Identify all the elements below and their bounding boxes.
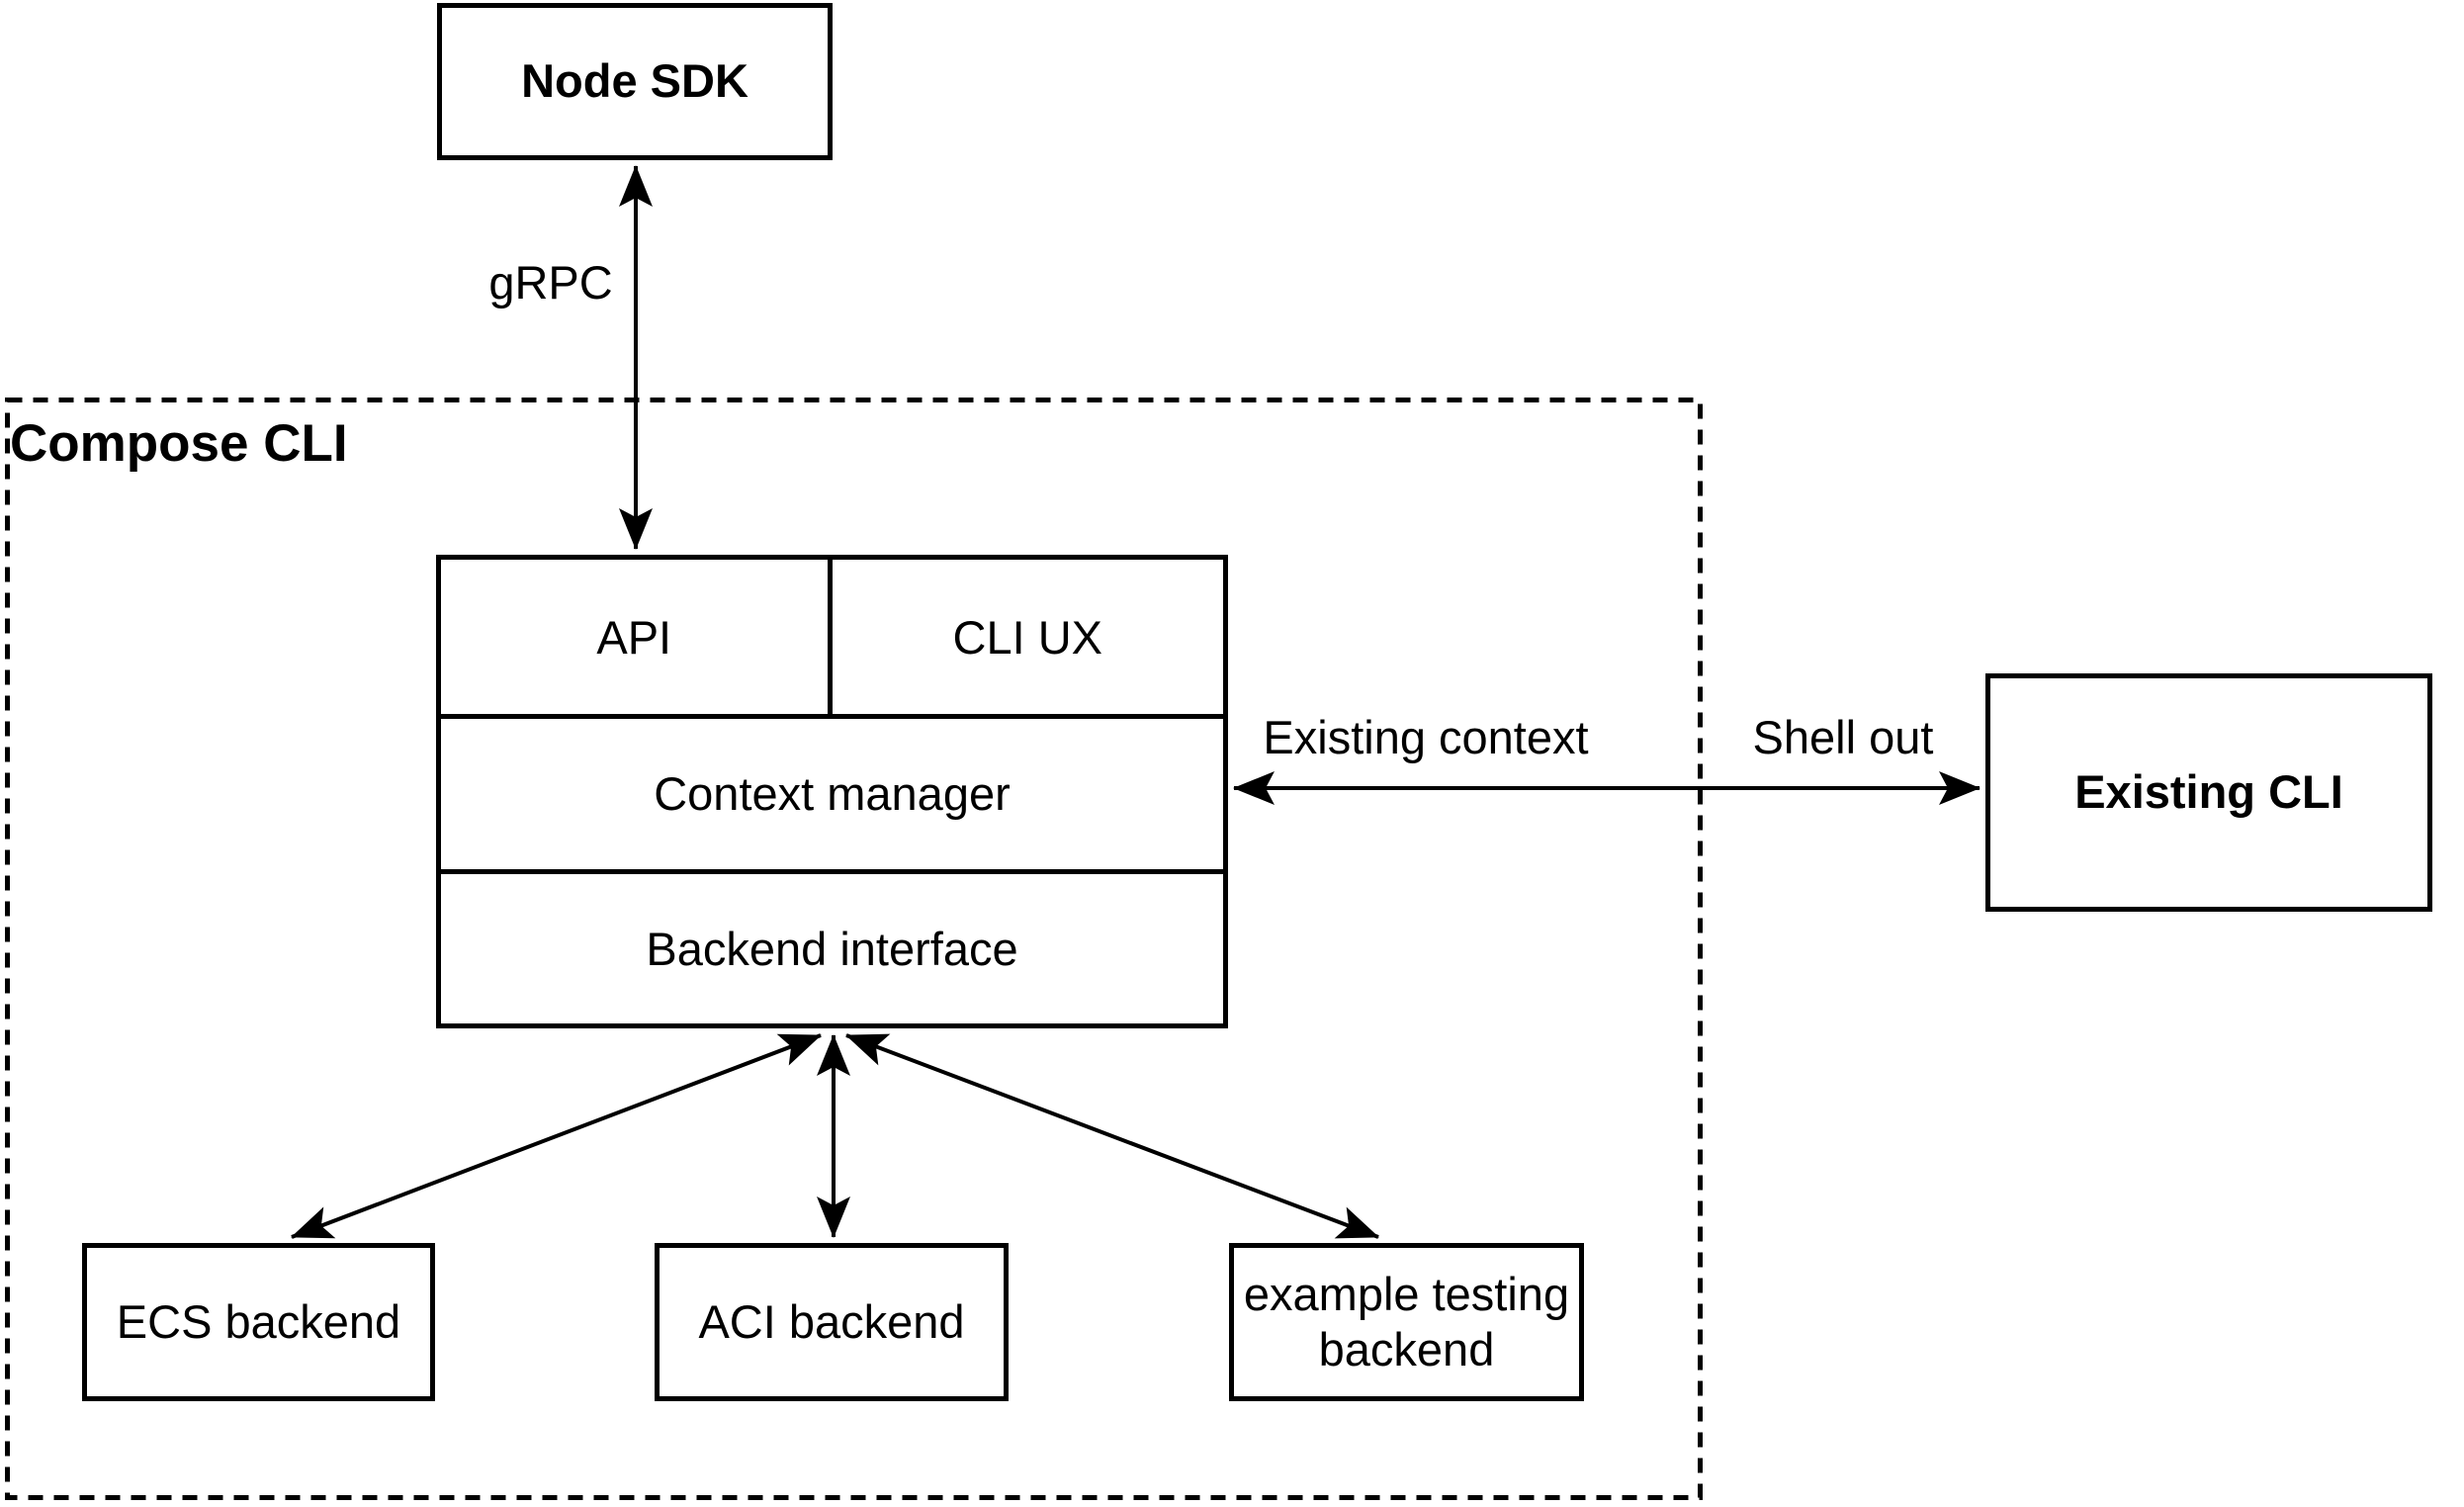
example-testing-backend-label: example testing backend (1243, 1267, 1570, 1375)
compose-cli-container-border (5, 398, 1703, 1500)
compose-cli-container-label: Compose CLI (10, 414, 348, 473)
grpc-edge-label: gRPC (488, 256, 613, 309)
node-sdk-box: Node SDK (437, 3, 833, 160)
api-box: API (441, 560, 833, 715)
context-manager-box: Context manager (441, 714, 1223, 868)
example-testing-backend-box: example testing backend (1229, 1243, 1584, 1401)
example-backend-arrow (845, 1033, 1379, 1239)
api-cliux-row: API CLI UX (441, 560, 1224, 715)
node-sdk-label: Node SDK (521, 54, 748, 108)
existing-cli-box: Existing CLI (1985, 673, 2432, 912)
aci-backend-box: ACI backend (655, 1243, 1009, 1401)
ecs-backend-arrow (291, 1033, 822, 1239)
shell-out-edge-label: Shell out (1752, 711, 1934, 763)
backend-interface-label: Backend interface (646, 922, 1018, 975)
backend-interface-box: Backend interface (441, 868, 1223, 1023)
ecs-backend-box: ECS backend (82, 1243, 435, 1401)
compose-cli-core-box: API CLI UX Context manager Backend inter… (436, 555, 1228, 1028)
existing-context-edge-label: Existing context (1263, 711, 1589, 763)
cli-ux-box: CLI UX (833, 560, 1224, 714)
ecs-backend-label: ECS backend (116, 1294, 401, 1348)
existing-cli-label: Existing CLI (2074, 765, 2343, 819)
context-manager-label: Context manager (654, 767, 1011, 821)
cli-ux-label: CLI UX (952, 610, 1103, 664)
api-label: API (596, 610, 672, 664)
aci-backend-label: ACI backend (698, 1294, 965, 1348)
